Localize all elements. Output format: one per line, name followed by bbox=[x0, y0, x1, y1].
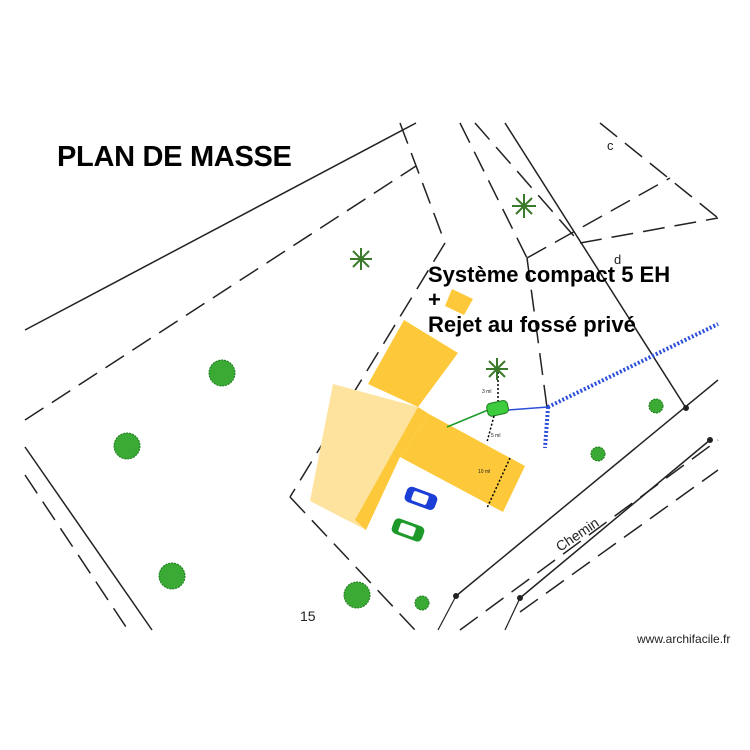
tree-icon bbox=[158, 562, 186, 590]
tree-icon bbox=[343, 581, 371, 609]
tree-icon bbox=[414, 595, 430, 611]
septic-system bbox=[446, 322, 719, 509]
buildings bbox=[310, 289, 525, 530]
septic-tank bbox=[486, 400, 509, 417]
drain-branch bbox=[543, 406, 550, 449]
tree-icon bbox=[208, 359, 236, 387]
annotation-line-3: Rejet au fossé privé bbox=[428, 312, 636, 337]
parcel-label-c: c bbox=[607, 138, 614, 153]
tree-icon bbox=[113, 432, 141, 460]
dimension-line-10ml bbox=[486, 457, 511, 509]
evacuation-pipe bbox=[446, 409, 489, 428]
tree-icon bbox=[648, 398, 664, 414]
terrace-area bbox=[310, 384, 418, 530]
palm-icon bbox=[512, 194, 536, 218]
parcel-label-d: d bbox=[614, 252, 621, 267]
outlet-pipe bbox=[507, 406, 549, 411]
credit-link[interactable]: www.archifacile.fr bbox=[637, 632, 731, 646]
trees bbox=[113, 194, 664, 611]
road-label: Chemin bbox=[553, 514, 602, 554]
dimension-line-5ml bbox=[486, 415, 495, 443]
car-green-icon bbox=[391, 518, 425, 542]
parcel-boundaries bbox=[24, 122, 719, 631]
plan-title: PLAN DE MASSE bbox=[57, 141, 292, 173]
building-wing bbox=[400, 414, 525, 512]
tree-icon bbox=[590, 446, 606, 462]
dimension-5ml: 5 ml bbox=[491, 433, 500, 439]
main-building bbox=[368, 320, 458, 407]
small-annex bbox=[445, 289, 473, 315]
palm-icon bbox=[486, 358, 508, 380]
annotation-line-1: Système compact 5 EH bbox=[428, 262, 671, 287]
drain-to-ditch bbox=[547, 322, 719, 409]
dimension-3ml: 3 ml bbox=[482, 389, 491, 395]
cars bbox=[391, 486, 438, 542]
palm-icon bbox=[350, 248, 372, 270]
dimension-10ml: 10 ml bbox=[478, 469, 490, 475]
annotation-line-2: + bbox=[428, 287, 441, 312]
building-connector bbox=[355, 407, 429, 530]
parcel-number: 15 bbox=[300, 608, 316, 624]
car-blue-icon bbox=[404, 486, 438, 510]
